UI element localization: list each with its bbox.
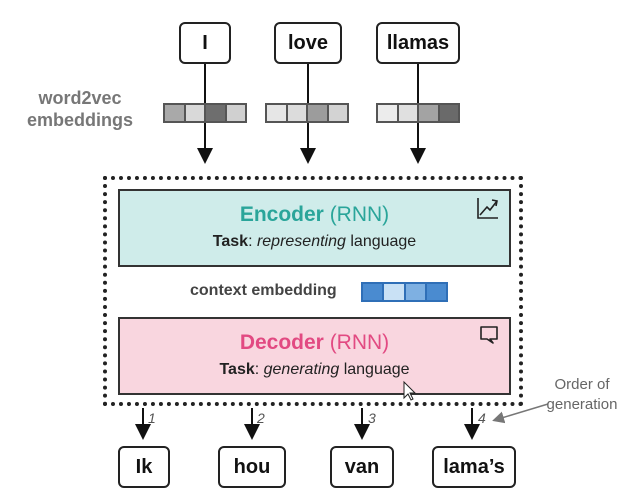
encoder-decoder-container [103,176,523,406]
context-embedding [361,282,448,302]
output-word-hou: hou [218,446,286,488]
embedding-label-line-1: word2vec [38,88,122,108]
encoder-kind: (RNN) [329,203,390,226]
embedding-llamas [376,103,460,123]
encoder-task-prefix: Task [212,233,249,250]
order-number-3: 3 [368,410,376,426]
decoder-task-italic: generating [263,361,340,378]
decoder-kind: (RNN) [329,331,390,354]
order-pointer-arrow [492,403,549,424]
output-word-van: van [330,446,394,488]
input-word-llamas: llamas [376,22,460,64]
order-number-4: 4 [478,410,486,426]
encoder-title: Encoder (RNN) [120,203,509,227]
mouse-cursor-icon [403,380,417,401]
word2vec-embeddings-label: word2vec embeddings [20,87,140,131]
decoder-box: Decoder (RNN) Task: generating language [118,317,511,395]
order-of-generation-label: Order of generation [532,375,632,415]
decoder-task: Task: generating language [219,361,410,378]
decoder-task-prefix: Task [219,361,255,378]
embedding-label-line-2: embeddings [26,110,133,130]
decoder-task-rest: language [343,361,410,378]
order-label-line-2: generation [546,396,618,413]
embedding-love [265,103,349,123]
context-embedding-label: context embedding [190,282,337,299]
encoder-name: Encoder [239,203,324,226]
speech-bubble-icon [480,326,498,344]
encoder-box: Encoder (RNN) Task: representing languag… [118,189,511,267]
encoder-task-rest: language [350,233,417,250]
axes-arrow-icon [477,198,498,219]
order-number-1: 1 [148,410,156,426]
order-label-line-1: Order of [554,376,610,393]
encoder-task: Task: representing language [212,233,417,250]
input-word-love: love [274,22,342,64]
encoder-task-italic: representing [256,233,346,250]
order-number-2: 2 [257,410,265,426]
embedding-i [163,103,247,123]
output-word-lamas: lama’s [432,446,516,488]
output-word-ik: Ik [118,446,170,488]
input-word-i: I [179,22,231,64]
decoder-name: Decoder [239,331,324,354]
decoder-title: Decoder (RNN) [120,331,509,355]
